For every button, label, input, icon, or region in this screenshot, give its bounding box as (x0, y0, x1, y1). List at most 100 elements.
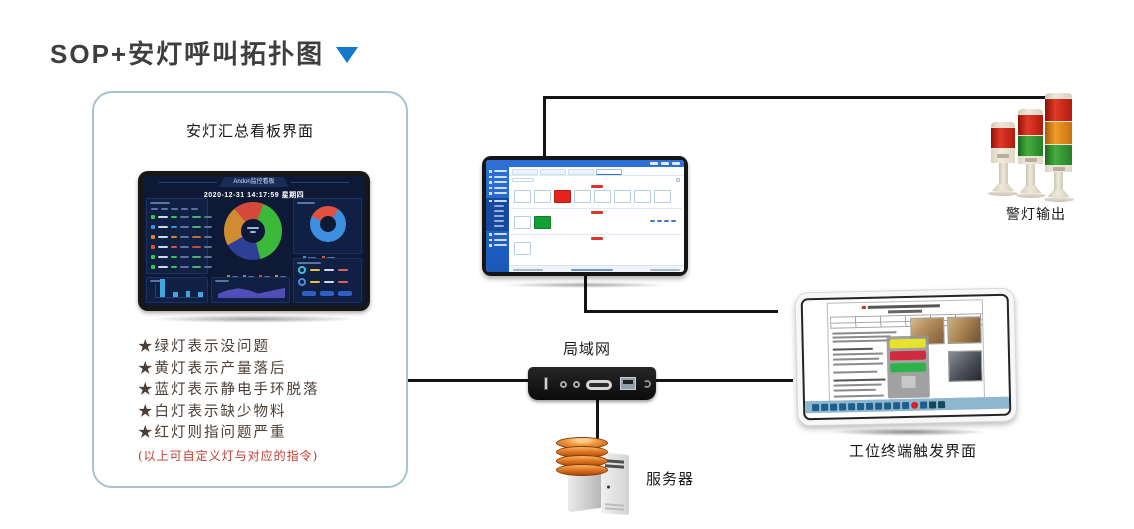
power-port (643, 380, 651, 388)
tower-plate (1015, 193, 1046, 198)
andon-admin-screen (486, 160, 684, 272)
legend-item: ★蓝灯表示静电手环脱落 (138, 382, 320, 398)
tower-base (992, 184, 1014, 191)
dashboard-tablet-shadow (148, 315, 360, 323)
tower-plate (988, 191, 1018, 196)
light-legend: ★绿灯表示没问题 ★黄灯表示产量落后 ★蓝灯表示静电手环脱落 ★白灯表示缺少物料… (138, 337, 320, 445)
tower-base (1047, 190, 1070, 197)
mini-bar (185, 291, 191, 297)
andon-admin-tablet (482, 156, 688, 276)
sop-tablet-shadow (828, 428, 988, 436)
stats-panel (293, 258, 362, 303)
orange-light-segment (1045, 121, 1072, 144)
andon-dashboard-tablet: Andon监控看板 2020-12-31 14:17:59 星期四 (138, 171, 370, 311)
andon-dashboard-screen: Andon监控看板 2020-12-31 14:17:59 星期四 (143, 176, 365, 306)
green-light-segment (1045, 144, 1072, 165)
sop-document (826, 299, 985, 402)
legend-item: ★黄灯表示产量落后 (138, 360, 287, 377)
mini-bar (160, 279, 165, 297)
red-light-segment (991, 127, 1015, 148)
area-chart-shape (218, 287, 285, 298)
signal-tower-3 (1043, 93, 1074, 202)
mini-bar (198, 292, 203, 297)
hdmi-port (586, 380, 612, 390)
gear-icon (676, 177, 680, 182)
work-photo-3 (947, 350, 983, 383)
station-card-row-1 (514, 190, 671, 203)
dashboard-datetime: 2020-12-31 14:17:59 星期四 (203, 192, 305, 199)
line-router-to-server (596, 399, 599, 444)
audio-jack (560, 381, 567, 388)
pagination (650, 220, 676, 222)
ethernet-port (620, 377, 636, 390)
line-panel-to-router (408, 379, 532, 382)
app-content (509, 167, 684, 272)
tower-cap (1018, 109, 1043, 114)
deco-line (159, 182, 217, 183)
andon-board-panel: 安灯汇总看板界面 Andon监控看板 2020-12-31 14:17:59 星… (92, 91, 408, 488)
line-tablet-to-lights-h (543, 96, 1050, 99)
app-tabs (509, 167, 684, 176)
bar-chart-panel (146, 277, 208, 303)
tower-plate (1043, 197, 1074, 202)
section-3-red-label (590, 237, 603, 240)
database-stack-icon (556, 437, 608, 476)
title-arrow-icon (336, 46, 359, 63)
red-call-button (889, 350, 927, 361)
app-top-bar (486, 160, 684, 167)
deco-line (291, 182, 349, 183)
legend-item: ★绿灯表示没问题 (138, 339, 270, 355)
app-sidebar (486, 167, 509, 272)
line-tablet-to-lights-v (543, 96, 546, 158)
red-light-segment (1045, 98, 1072, 121)
tower-body (1045, 165, 1072, 172)
line-tablet-to-terminal-v (584, 275, 587, 313)
tower-pole (998, 163, 1008, 184)
line-tablet-to-terminal-h (584, 310, 778, 313)
green-call-button (890, 362, 927, 373)
tower-pole (1054, 172, 1063, 190)
main-donut-hole (241, 219, 265, 243)
mini-bar (172, 292, 178, 297)
lan-router (528, 367, 656, 400)
work-photo-2 (947, 316, 982, 345)
page-title-row: SOP+安灯呼叫拓扑图 (50, 34, 359, 71)
red-light-segment (1018, 114, 1043, 135)
sop-terminal-screen (800, 293, 1012, 421)
page-title: SOP+安灯呼叫拓扑图 (50, 39, 325, 69)
panel-label: 安灯汇总看板界面 (185, 123, 314, 140)
legend-note: (以上可自定义灯与对应的指令) (138, 449, 319, 463)
legend-item: ★白灯表示缺少物料 (138, 403, 287, 420)
usb-port (544, 377, 548, 390)
section-1-red-label (590, 185, 603, 188)
sop-terminal-tablet (794, 287, 1018, 427)
tower-body (991, 148, 1015, 163)
lan-label: 局域网 (563, 341, 612, 358)
popup-footer-icon (901, 375, 916, 389)
andon-admin-tablet-shadow (500, 282, 670, 288)
green-light-segment (1018, 135, 1043, 156)
status-table (146, 198, 212, 274)
line-router-to-terminal (654, 379, 793, 382)
tower-pole (1026, 164, 1035, 186)
app-filter-row (509, 176, 684, 183)
yellow-call-button (889, 338, 926, 349)
section-2-red-label (590, 211, 603, 214)
dashboard-header: Andon监控看板 (219, 177, 289, 187)
audio-jack (573, 381, 580, 388)
app-status-bar (509, 265, 684, 272)
right-donut-hole (320, 216, 336, 232)
ok-card-green (534, 216, 551, 229)
terminal-label: 工位终端触发界面 (849, 443, 978, 460)
andon-call-popup (886, 335, 930, 399)
legend-item: ★红灯则指问题严重 (138, 425, 287, 441)
warning-lights-label: 警灯输出 (1006, 206, 1066, 222)
signal-tower-1 (988, 122, 1018, 196)
tower-cap (1045, 93, 1072, 98)
sidebar-active-group (486, 197, 509, 231)
station-card-row-2 (514, 216, 551, 229)
tower-cap (991, 122, 1015, 127)
station-card-row-3 (514, 242, 531, 255)
area-chart-panel (211, 277, 290, 303)
